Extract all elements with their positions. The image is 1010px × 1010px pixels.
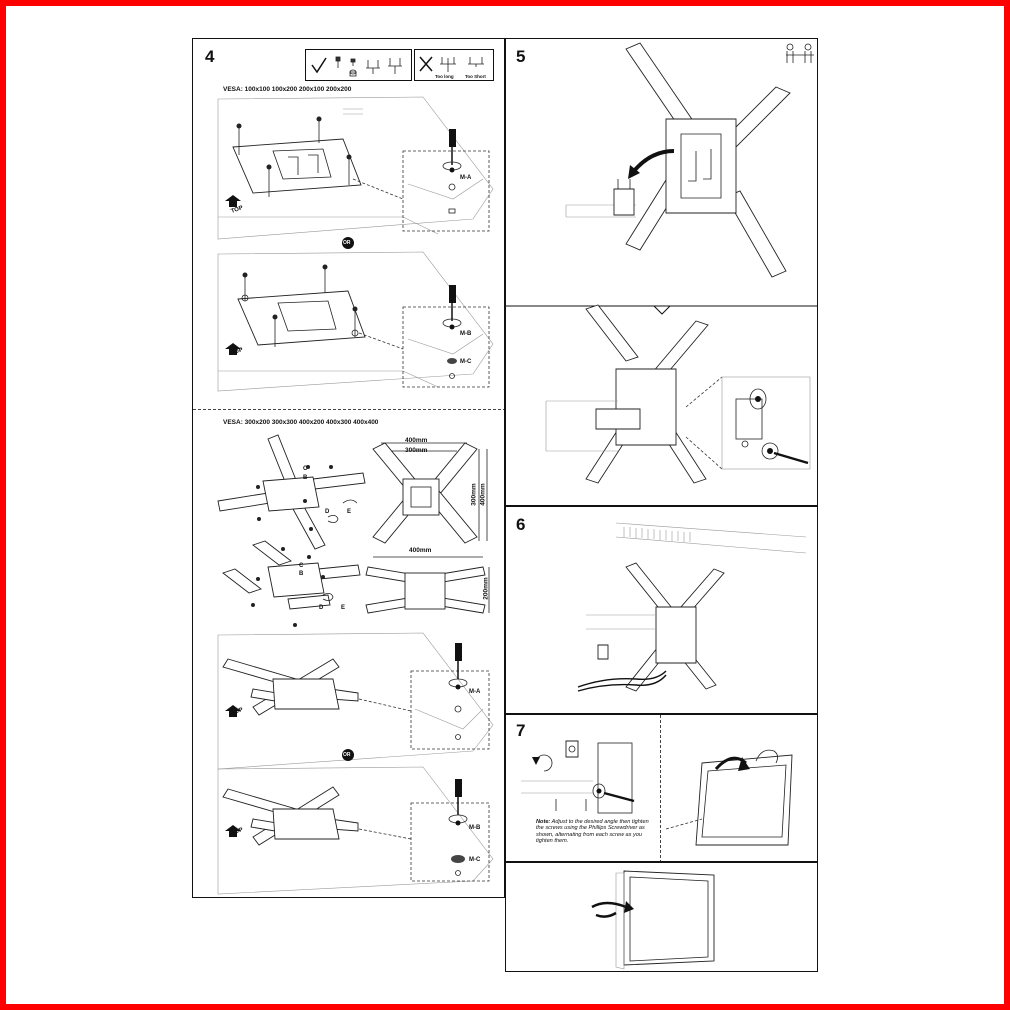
dim-400mm-top-2: 400mm [409, 547, 432, 554]
step-5-panel: 5 [505, 38, 818, 506]
vesa-large-label: VESA: 300x200 300x300 400x200 400x300 40… [223, 419, 379, 426]
note-body: Adjust to the desired angle then tighten… [536, 819, 649, 845]
screw-mb-label-1: M-B [460, 331, 472, 337]
check-icon [311, 57, 327, 74]
swivel-panel [505, 862, 818, 972]
too-long-label: Too long [435, 74, 454, 79]
screw-mc-label-1: M-C [460, 359, 472, 365]
part-e-label-1: E [347, 509, 352, 515]
screw-ma-label-2: M-A [469, 689, 481, 695]
step-5-number: 5 [516, 47, 526, 66]
or-label-2: OR [343, 752, 351, 758]
dim-400mm-side: 400mm [479, 483, 487, 506]
part-c-label-1: C [303, 466, 308, 472]
instruction-sheet: 4 Too long Too Short VESA: 100x100 100x2… [192, 38, 818, 972]
step-7-panel: 7 Note: Adjust to the desired angle then… [505, 714, 818, 862]
step-4-number: 4 [205, 47, 215, 66]
step-7-diagram [521, 740, 793, 846]
rotate-arrow-icon [632, 149, 675, 173]
dim-300mm-top: 300mm [405, 447, 428, 454]
swivel-diagram [591, 870, 715, 970]
part-b-label-2: B [299, 571, 304, 577]
vesa-large-diagram [217, 434, 494, 895]
step-7-divider [660, 715, 661, 861]
step-6-panel: 6 [505, 506, 818, 714]
note-title: Note: [536, 819, 551, 825]
step-5-diagram [506, 42, 817, 484]
screw-mb-label-2: M-B [469, 825, 481, 831]
too-short-label: Too Short [465, 74, 486, 79]
dim-300mm-side: 300mm [470, 483, 478, 506]
part-e-label-2: E [341, 605, 346, 611]
step-7-note: Note: Adjust to the desired angle then t… [536, 819, 652, 845]
vesa-small-diagram [217, 96, 494, 392]
dim-400mm-top: 400mm [405, 437, 428, 444]
step-4-divider [193, 409, 504, 410]
step-6-diagram [577, 522, 807, 692]
step-4-panel: 4 Too long Too Short VESA: 100x100 100x2… [192, 38, 505, 898]
step-6-number: 6 [516, 515, 526, 534]
part-d-label-2: D [319, 605, 324, 611]
or-label-1: OR [343, 240, 351, 246]
part-b-label-1: B [303, 475, 308, 481]
screw-mc-label-2: M-C [469, 857, 481, 863]
dim-200mm-side: 200mm [482, 577, 490, 600]
part-c-label-2: C [299, 563, 304, 569]
step-7-number: 7 [516, 721, 526, 740]
incorrect-screws-legend: Too long Too Short [414, 49, 494, 81]
part-d-label-1: D [325, 509, 330, 515]
cross-icon [419, 56, 433, 72]
two-person-icon [786, 43, 814, 63]
correct-screws-legend [305, 49, 412, 81]
screw-ma-label-1: M-A [460, 175, 472, 181]
vesa-small-label: VESA: 100x100 100x200 200x100 200x200 [223, 86, 352, 93]
